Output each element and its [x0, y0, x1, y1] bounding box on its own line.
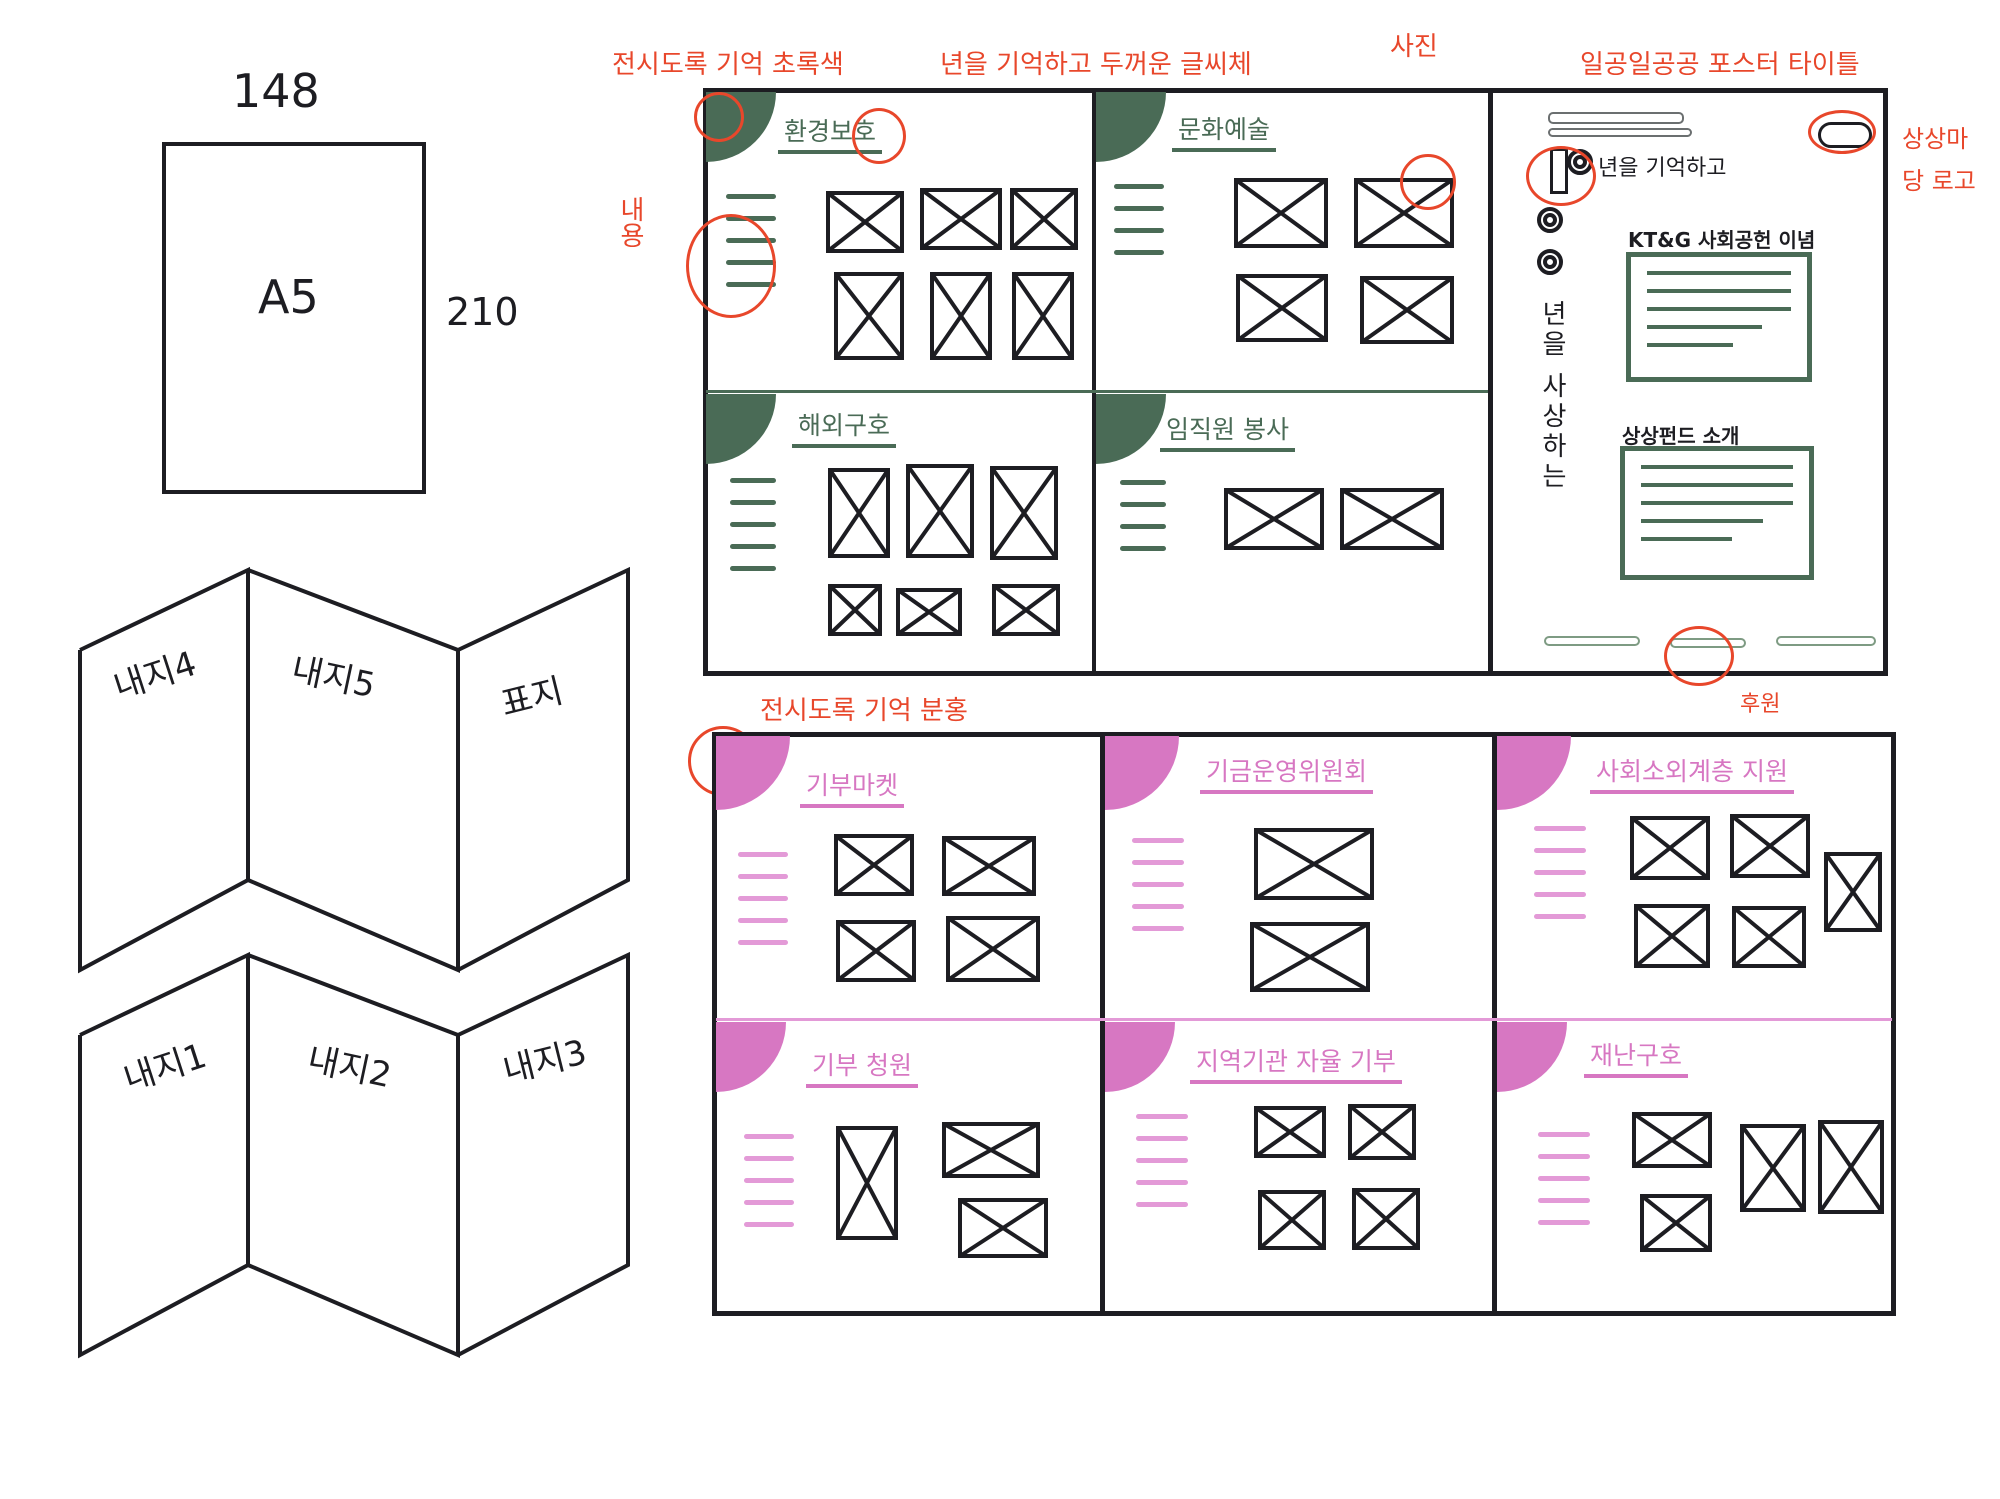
- annotation-circle-logo: [1808, 110, 1876, 154]
- annotation-circle-title: [852, 108, 906, 164]
- cover-section1-box: [1626, 252, 1812, 382]
- cover-section1-title: KT&G 사회공헌 이념: [1628, 228, 1816, 252]
- annotation-logo: 상상마당 로고: [1902, 125, 1976, 195]
- annotation-sponsor: 후원: [1740, 692, 1781, 717]
- annotation-title-font: 년을 기억하고 두꺼운 글씨체: [940, 50, 1252, 80]
- pink-panel-title-1: 기부마켓: [800, 766, 905, 808]
- pink-panel-title-3: 사회소외계층 지원: [1590, 752, 1794, 794]
- a5-height-label: 210: [446, 290, 519, 334]
- cover-title-bar: [1548, 112, 1684, 124]
- cover-sponsor-bar-3: [1776, 636, 1876, 646]
- pink-spread: [712, 732, 1896, 1316]
- pink-divider-h: [716, 1018, 1892, 1021]
- fold-sketch-top: [78, 566, 630, 974]
- pink-panel-title-4: 기부 청원: [806, 1046, 918, 1088]
- pink-text-lines-3: [1534, 826, 1586, 936]
- pink-panel-title-2: 기금운영위원회: [1200, 752, 1374, 794]
- cover-title-bar-2: [1548, 128, 1692, 137]
- green-corner-4: [1096, 394, 1166, 464]
- annotation-circle-corner: [694, 92, 744, 142]
- cover-section2-box: [1620, 446, 1814, 580]
- annotation-green-theme: 전시도록 기억 초록색: [612, 50, 844, 80]
- pink-text-lines-5: [1136, 1114, 1188, 1224]
- green-divider-v1: [1092, 90, 1096, 674]
- annotation-pink-theme: 전시도록 기억 분홍: [760, 696, 968, 726]
- pink-corner-4: [716, 1022, 786, 1092]
- pink-corner-3: [1497, 736, 1571, 810]
- pink-text-lines-1: [738, 852, 788, 962]
- fold-sketch-bottom: [78, 951, 630, 1359]
- pink-text-lines-6: [1538, 1132, 1590, 1242]
- green-text-lines-4: [1120, 480, 1166, 568]
- pink-corner-6: [1497, 1022, 1567, 1092]
- annotation-poster-title: 일공일공공 포스터 타이틀: [1580, 50, 1860, 80]
- a5-sheet: [162, 142, 426, 494]
- annotation-photo: 사진: [1390, 32, 1438, 62]
- annotation-circle-poster: [1526, 146, 1596, 206]
- annotation-content: 내용: [615, 196, 645, 248]
- green-corner-2: [1096, 92, 1166, 162]
- green-photo-placeholders: [826, 178, 1454, 636]
- pink-text-lines-2: [1132, 838, 1184, 948]
- pink-panel-title-5: 지역기관 자율 기부: [1190, 1042, 1402, 1084]
- pink-text-lines-4: [744, 1134, 794, 1244]
- a5-width-label: 148: [232, 64, 320, 118]
- pink-panel-title-6: 재난구호: [1584, 1036, 1689, 1078]
- cover-vertical-text: 년을 사상하는: [1537, 300, 1567, 493]
- green-text-lines-3: [730, 478, 776, 588]
- pink-divider-v1: [1100, 734, 1105, 1314]
- green-corner-3: [706, 394, 776, 464]
- green-spread: [703, 88, 1888, 676]
- a5-name-label: A5: [258, 270, 319, 324]
- annotation-circle-sponsor: [1664, 626, 1734, 686]
- green-divider-h: [706, 390, 1488, 393]
- cover-section2-title: 상상펀드 소개: [1622, 424, 1740, 448]
- annotation-circle-content: [686, 214, 776, 318]
- green-panel-title-3: 해외구호: [792, 406, 897, 448]
- pink-corner-1: [716, 736, 790, 810]
- cover-tagline: 년을 기억하고: [1598, 156, 1727, 181]
- green-panel-title-2: 문화예술: [1172, 110, 1277, 152]
- pink-corner-5: [1105, 1022, 1175, 1092]
- annotation-circle-photo: [1400, 154, 1456, 210]
- green-divider-v2: [1488, 90, 1493, 674]
- pink-corner-2: [1105, 736, 1179, 810]
- green-panel-title-4: 임직원 봉사: [1160, 410, 1295, 452]
- cover-sponsor-bar-1: [1544, 636, 1640, 646]
- pink-divider-v2: [1492, 734, 1497, 1314]
- green-text-lines-2: [1114, 184, 1164, 272]
